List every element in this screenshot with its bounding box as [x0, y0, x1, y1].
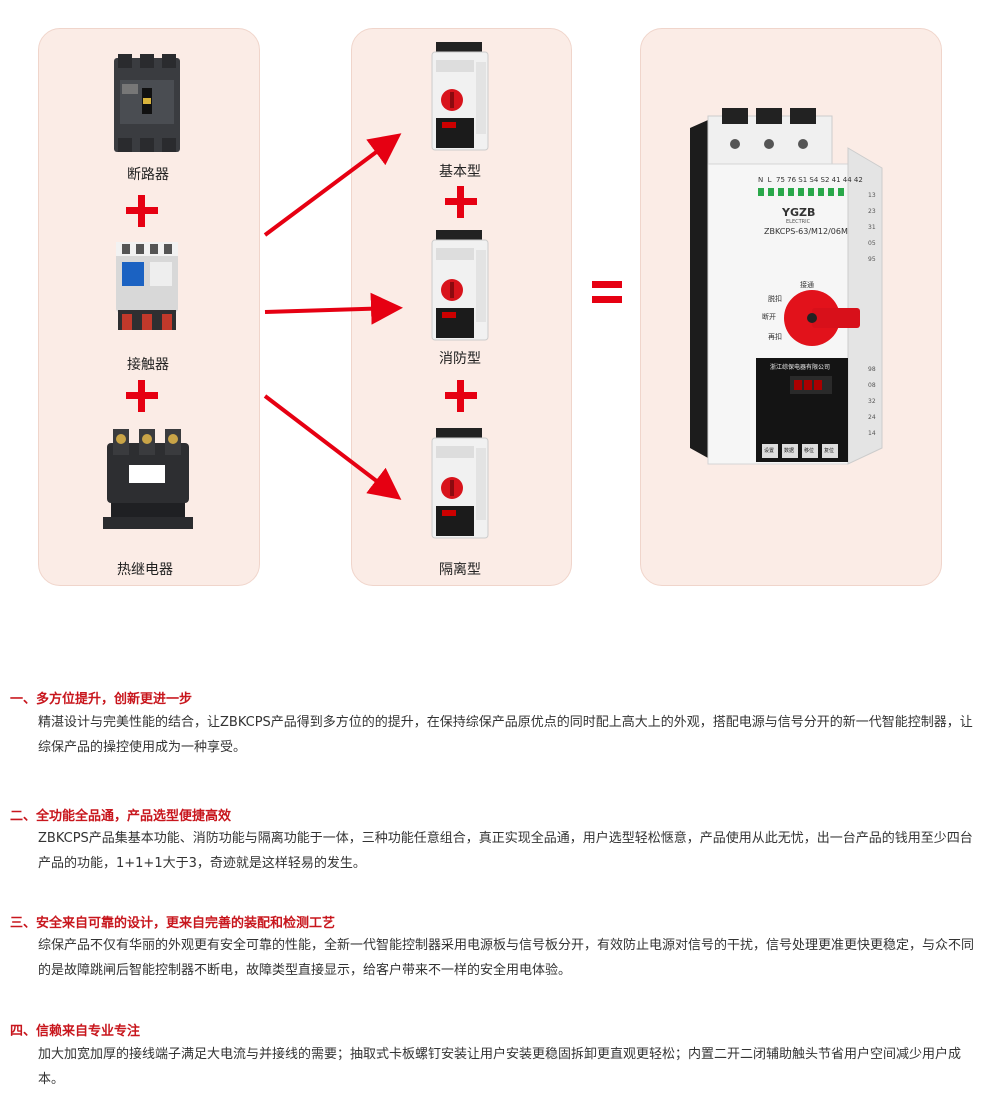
thermal-relay-image	[103, 429, 193, 529]
section-1-text: 精湛设计与完美性能的结合，让ZBKCPS产品得到多方位的的提升，在保持综保产品原…	[38, 715, 973, 755]
arrows	[263, 133, 403, 500]
button-data-label: 数据	[784, 448, 795, 454]
button-shift-label: 移位	[804, 448, 815, 454]
company-label: 浙江综保电器有限公司	[770, 364, 831, 371]
side-code-2: 23	[868, 208, 876, 215]
section-4-title: 四、信赖来自专业专注	[10, 1024, 141, 1039]
basic-controller-image	[431, 42, 489, 151]
equals-icon	[592, 281, 622, 303]
section-1-body: 精湛设计与完美性能的结合，让ZBKCPS产品得到多方位的的提升，在保持综保产品原…	[38, 710, 983, 760]
dial-label-off: 断开	[762, 313, 776, 321]
side-code-lower-2: 08	[868, 382, 876, 389]
breaker-label: 断路器	[127, 167, 169, 183]
section-3-title: 三、安全来自可靠的设计，更来自完善的装配和检测工艺	[10, 916, 336, 931]
section-3-text: 综保产品不仅有华丽的外观更有安全可靠的性能，全新一代智能控制器采用电源板与信号板…	[38, 938, 975, 978]
side-code-1: 13	[868, 192, 876, 199]
dial-label-on: 接通	[800, 281, 814, 289]
button-reset-label: 复位	[824, 448, 835, 454]
side-code-4: 05	[868, 240, 876, 247]
section-2-body: ZBKCPS产品集基本功能、消防功能与隔离功能于一体，三种功能任意组合，真正实现…	[38, 826, 983, 876]
section-3-body: 综保产品不仅有华丽的外观更有安全可靠的性能，全新一代智能控制器采用电源板与信号板…	[38, 933, 983, 983]
isolation-type-label: 隔离型	[439, 562, 481, 578]
section-4-body: 加大加宽加厚的接线端子满足大电流与并接线的需要；抽取式卡板螺钉安装让用户安装更稳…	[38, 1042, 983, 1092]
plus-icon	[126, 380, 158, 412]
terminal-labels: N L 75 76 S1 S4 S2 41 44 42	[758, 176, 863, 184]
brand-logo: YGZB	[782, 206, 816, 219]
dial-label-trip: 脱扣	[768, 295, 782, 303]
side-code-lower-1: 98	[868, 366, 876, 373]
relay-label: 热继电器	[117, 562, 173, 578]
fire-type-label: 消防型	[439, 351, 481, 367]
plus-icon	[445, 380, 477, 412]
button-set-label: 设置	[764, 448, 775, 454]
section-4-text: 加大加宽加厚的接线端子满足大电流与并接线的需要；抽取式卡板螺钉安装让用户安装更稳…	[38, 1047, 962, 1087]
side-code-lower-4: 24	[868, 414, 876, 421]
side-code-lower-5: 14	[868, 430, 876, 437]
plus-icon	[445, 186, 477, 218]
basic-type-label: 基本型	[439, 164, 481, 180]
isolation-controller-image	[431, 428, 489, 539]
plus-icon	[126, 195, 158, 227]
arrow-fire	[264, 292, 403, 325]
section-2-text: ZBKCPS产品集基本功能、消防功能与隔离功能于一体，三种功能任意组合，真正实现…	[38, 831, 973, 871]
model-label: ZBKCPS-63/M12/06M	[764, 227, 848, 236]
contactor-image	[116, 242, 178, 330]
arrow-basic	[263, 133, 402, 237]
section-1-title: 一、多方位提升，创新更进一步	[10, 692, 193, 707]
brand-subtitle: ELECTRIC	[786, 219, 811, 225]
product-image: N L 75 76 S1 S4 S2 41 44 42 YGZB ELECTRI…	[682, 108, 892, 478]
side-code-3: 31	[868, 224, 876, 231]
side-code-5: 95	[868, 256, 876, 263]
side-code-lower-3: 32	[868, 398, 876, 405]
dial-label-reset: 再扣	[768, 333, 782, 341]
circuit-breaker-image	[114, 54, 180, 152]
contactor-label: 接触器	[127, 357, 169, 373]
section-2-title: 二、全功能全品通，产品选型便捷高效	[10, 809, 232, 824]
arrow-isolation	[263, 394, 402, 500]
fire-controller-image	[431, 230, 489, 341]
